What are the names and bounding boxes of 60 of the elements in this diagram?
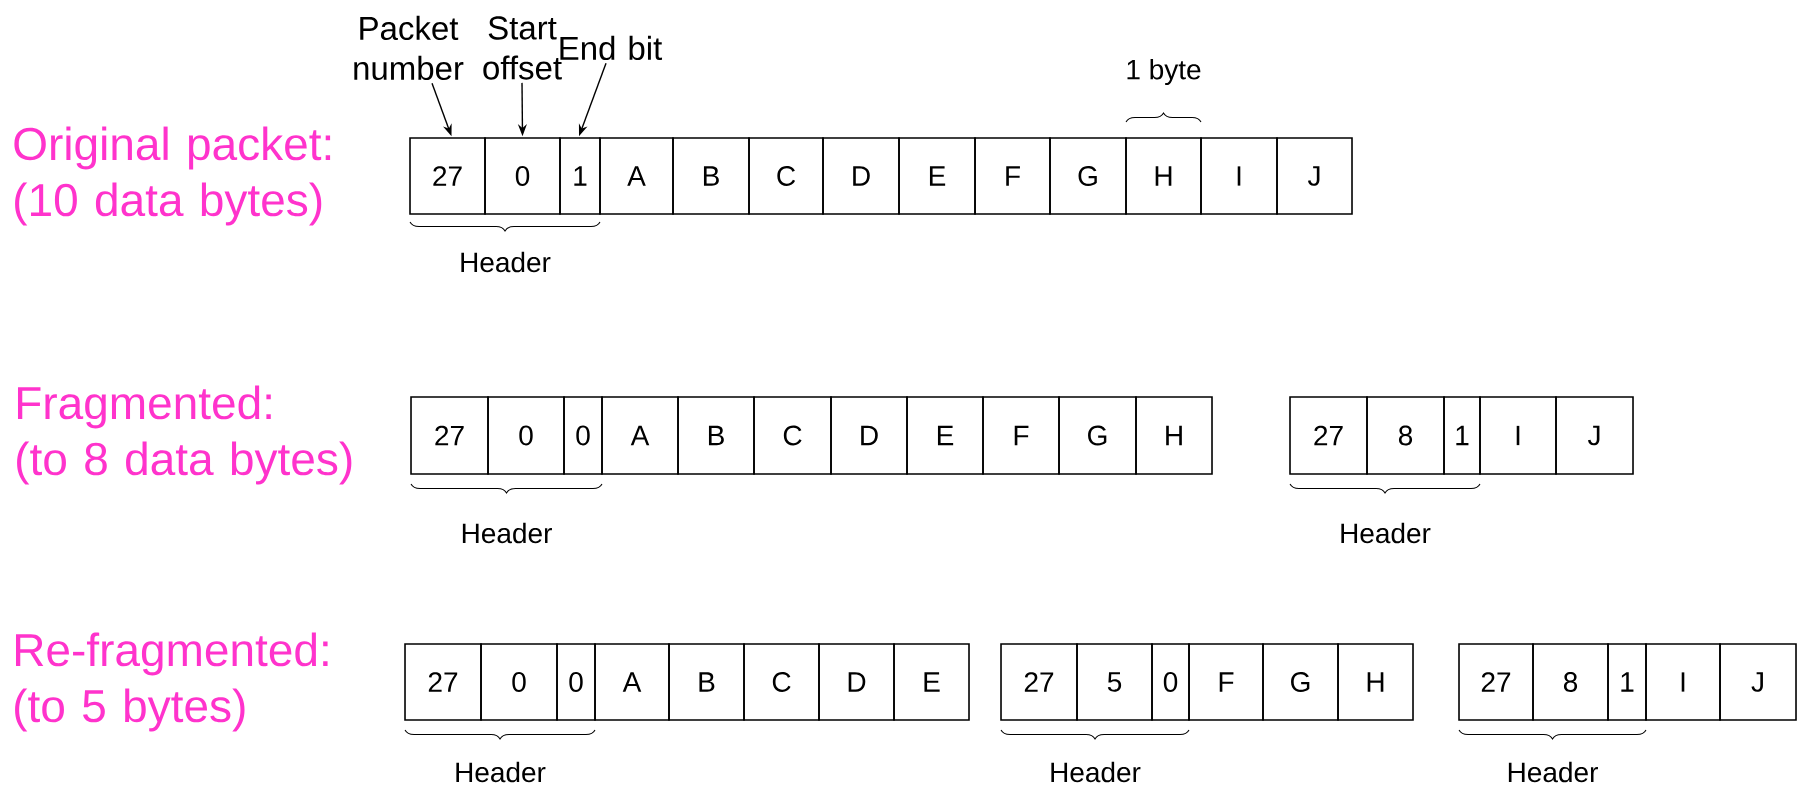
byte-cell: I [1645,643,1721,721]
byte-cell: G [1058,396,1137,475]
byte-cell: J [1719,643,1797,721]
byte-cell: A [594,643,670,721]
brace-label: Header [456,761,546,783]
byte-cell: 0 [563,396,603,475]
byte-cell: 27 [409,137,486,215]
byte-cell: H [1337,643,1414,721]
field-label: Packet number [354,15,464,81]
byte-cell: H [1135,396,1213,475]
brace-label: Header [462,522,552,544]
byte-cell: E [893,643,970,721]
row-title: Fragmented: (to 8 data bytes) [17,385,352,485]
byte-cell: J [1276,137,1353,215]
byte-cell: 1 [1443,396,1481,475]
byte-cell: 0 [487,396,565,475]
byte-cell: D [822,137,900,215]
byte-cell: 27 [1289,396,1368,475]
byte-cell: 1 [559,137,601,215]
byte-cell: H [1125,137,1202,215]
byte-cell: G [1049,137,1127,215]
brace-label: 1 byte [1127,58,1201,86]
byte-cell: 8 [1366,396,1445,475]
brace-label: Header [1051,761,1141,783]
byte-cell: 0 [1151,643,1190,721]
byte-cell: D [818,643,895,721]
byte-cell: B [668,643,745,721]
byte-cell: 27 [410,396,489,475]
byte-cell: 27 [404,643,482,721]
byte-cell: 8 [1532,643,1609,721]
byte-cell: I [1200,137,1278,215]
field-label: End bit [560,35,662,61]
byte-cell: 0 [480,643,558,721]
byte-cell: A [599,137,674,215]
byte-cell: D [830,396,908,475]
byte-cell: C [748,137,824,215]
byte-cell: 27 [1000,643,1078,721]
brace-label: Header [1341,522,1431,544]
byte-cell: E [906,396,984,475]
byte-cell: B [672,137,750,215]
byte-cell: F [982,396,1060,475]
row-title: Re-fragmented: (to 5 bytes) [15,632,328,732]
byte-cell: F [1188,643,1264,721]
byte-cell: A [601,396,679,475]
byte-cell: 27 [1458,643,1534,721]
byte-cell: 1 [1607,643,1647,721]
byte-cell: 0 [556,643,596,721]
byte-cell: 0 [484,137,561,215]
byte-cell: F [974,137,1051,215]
brace-label: Header [461,251,551,273]
byte-cell: 5 [1076,643,1153,721]
byte-cell: G [1262,643,1339,721]
byte-cell: E [898,137,976,215]
row-title: Original packet: (10 data bytes) [14,126,331,226]
byte-cell: I [1479,396,1557,475]
byte-cell: C [753,396,832,475]
byte-cell: B [677,396,755,475]
byte-cell: J [1555,396,1634,475]
byte-cell: C [743,643,820,721]
brace-label: Header [1508,761,1598,783]
